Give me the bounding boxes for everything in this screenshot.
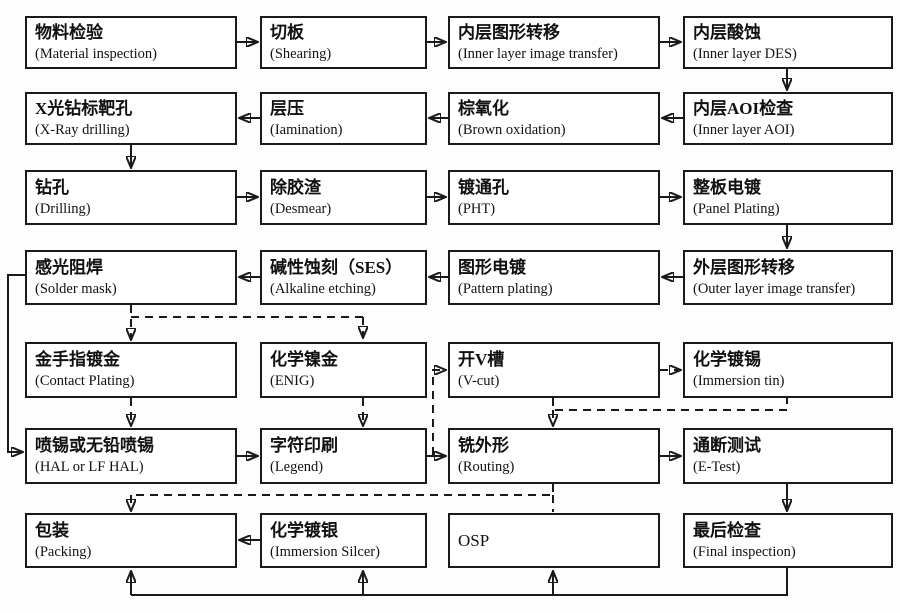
- node-desmear: 除胶渣 (Desmear): [260, 170, 427, 225]
- node-hal: 喷锡或无铅喷锡 (HAL or LF HAL): [25, 428, 237, 484]
- node-label-en: (X-Ray drilling): [35, 121, 130, 138]
- node-label-en: (Contact Plating): [35, 373, 135, 389]
- node-pattern-plating: 图形电镀 (Pattern plating): [448, 250, 660, 305]
- node-label: OSP: [458, 531, 490, 550]
- node-label-zh: 碱性蚀刻（SES）: [270, 257, 403, 277]
- node-enig: 化学镍金 (ENIG): [260, 342, 427, 398]
- node-label-en: (Immersion Silcer): [270, 543, 380, 560]
- node-pht: 镀通孔 (PHT): [448, 170, 660, 225]
- node-label-en: (Pattern plating): [458, 280, 553, 297]
- node-label-zh: 镀通孔: [458, 177, 509, 197]
- node-label-zh: 内层AOI检查: [693, 98, 794, 118]
- node-label-zh: 钻孔: [35, 177, 69, 197]
- node-label-en: (Immersion tin): [693, 373, 785, 389]
- node-label-zh: 喷锡或无铅喷锡: [35, 436, 154, 455]
- node-label-en: (Brown oxidation): [458, 121, 566, 138]
- node-label-en: (Shearing): [270, 45, 332, 62]
- connector-immersion-tin-return: [552, 398, 788, 411]
- node-label-zh: 内层图形转移: [458, 22, 560, 42]
- node-label-zh: 开V槽: [458, 350, 505, 369]
- node-label-en: (Inner layer AOI): [693, 121, 795, 138]
- node-label-en: (Routing): [458, 459, 515, 475]
- node-label-zh: X光钻标靶孔: [35, 98, 133, 118]
- node-label-en: (Alkaline etching): [270, 280, 376, 297]
- node-label-zh: 金手指镀金: [35, 350, 120, 369]
- node-label-zh: 棕氧化: [458, 98, 509, 118]
- node-packing: 包装 (Packing): [25, 513, 237, 568]
- node-label-zh: 感光阻焊: [35, 257, 103, 277]
- node-x-ray-drilling: X光钻标靶孔 (X-Ray drilling): [25, 92, 237, 145]
- node-label-zh: 切板: [270, 22, 304, 42]
- connector-legend-to-v-cut: [432, 370, 445, 455]
- node-label-zh: 字符印刷: [270, 436, 338, 455]
- node-label-zh: 铣外形: [458, 436, 509, 455]
- node-label-zh: 包装: [35, 520, 69, 540]
- node-panel-plating: 整板电镀 (Panel Plating): [683, 170, 893, 225]
- node-label-en: (Inner layer image transfer): [458, 45, 618, 62]
- node-label-en: (E-Test): [693, 459, 741, 475]
- node-drilling: 钻孔 (Drilling): [25, 170, 237, 225]
- node-label-en: (Panel Plating): [693, 200, 780, 217]
- node-material-inspection: 物料检验 (Material inspection): [25, 16, 237, 69]
- connector-final-feedback-line: [131, 568, 788, 596]
- node-label-en: (Iamination): [270, 121, 343, 138]
- node-label-zh: 整板电镀: [693, 177, 761, 197]
- node-inner-layer-des: 内层酸蚀 (Inner layer DES): [683, 16, 893, 69]
- node-label-en: (Packing): [35, 543, 92, 560]
- node-label-zh: 最后检查: [693, 520, 761, 540]
- node-brown-oxidation: 棕氧化 (Brown oxidation): [448, 92, 660, 145]
- node-label-en: (Solder mask): [35, 280, 117, 297]
- node-routing: 铣外形 (Routing): [448, 428, 660, 484]
- node-label-zh: 图形电镀: [458, 257, 526, 277]
- node-label-zh: 化学镀银: [270, 520, 338, 540]
- node-label-en: (Desmear): [270, 200, 332, 217]
- node-label-en: (Material inspection): [35, 45, 157, 62]
- node-label-zh: 内层酸蚀: [693, 22, 761, 42]
- node-label-en: (ENIG): [270, 373, 315, 389]
- node-label-en: (V-cut): [458, 373, 500, 389]
- node-label-zh: 除胶渣: [270, 177, 321, 197]
- node-immersion-silver: 化学镀银 (Immersion Silcer): [260, 513, 427, 568]
- node-label-en: (Final inspection): [693, 543, 796, 560]
- node-v-cut: 开V槽 (V-cut): [448, 342, 660, 398]
- node-e-test: 通断测试 (E-Test): [683, 428, 893, 484]
- node-label-en: (Drilling): [35, 200, 91, 217]
- connector-routing-return: [131, 484, 554, 496]
- node-outer-layer-image-transfer: 外层图形转移 (Outer layer image transfer): [683, 250, 893, 305]
- node-inner-layer-aoi: 内层AOI检查 (Inner layer AOI): [683, 92, 893, 145]
- node-label-en: (Outer layer image transfer): [693, 280, 856, 297]
- node-label-en: (HAL or LF HAL): [35, 459, 144, 475]
- node-label-zh: 物料检验: [35, 22, 103, 42]
- node-legend: 字符印刷 (Legend): [260, 428, 427, 484]
- node-label-en: (Legend): [270, 459, 324, 475]
- node-label-zh: 化学镀锡: [693, 350, 761, 369]
- node-label-en: (PHT): [458, 200, 496, 217]
- node-label-en: (Inner layer DES): [693, 45, 797, 62]
- node-solder-mask: 感光阻焊 (Solder mask): [25, 250, 237, 305]
- connector-solder-mask-to-hal: [7, 274, 25, 452]
- node-immersion-tin: 化学镀锡 (Immersion tin): [683, 342, 893, 398]
- node-inner-layer-image-transfer: 内层图形转移 (Inner layer image transfer): [448, 16, 660, 69]
- node-label-zh: 通断测试: [693, 436, 761, 455]
- node-contact-plating: 金手指镀金 (Contact Plating): [25, 342, 237, 398]
- node-alkaline-etching: 碱性蚀刻（SES） (Alkaline etching): [260, 250, 427, 305]
- node-final-inspection: 最后检查 (Final inspection): [683, 513, 893, 568]
- node-label-zh: 层压: [270, 98, 304, 118]
- node-label-zh: 外层图形转移: [693, 257, 795, 277]
- node-lamination: 层压 (Iamination): [260, 92, 427, 145]
- node-osp: OSP: [448, 513, 660, 568]
- node-shearing: 切板 (Shearing): [260, 16, 427, 69]
- node-label-zh: 化学镍金: [270, 350, 338, 369]
